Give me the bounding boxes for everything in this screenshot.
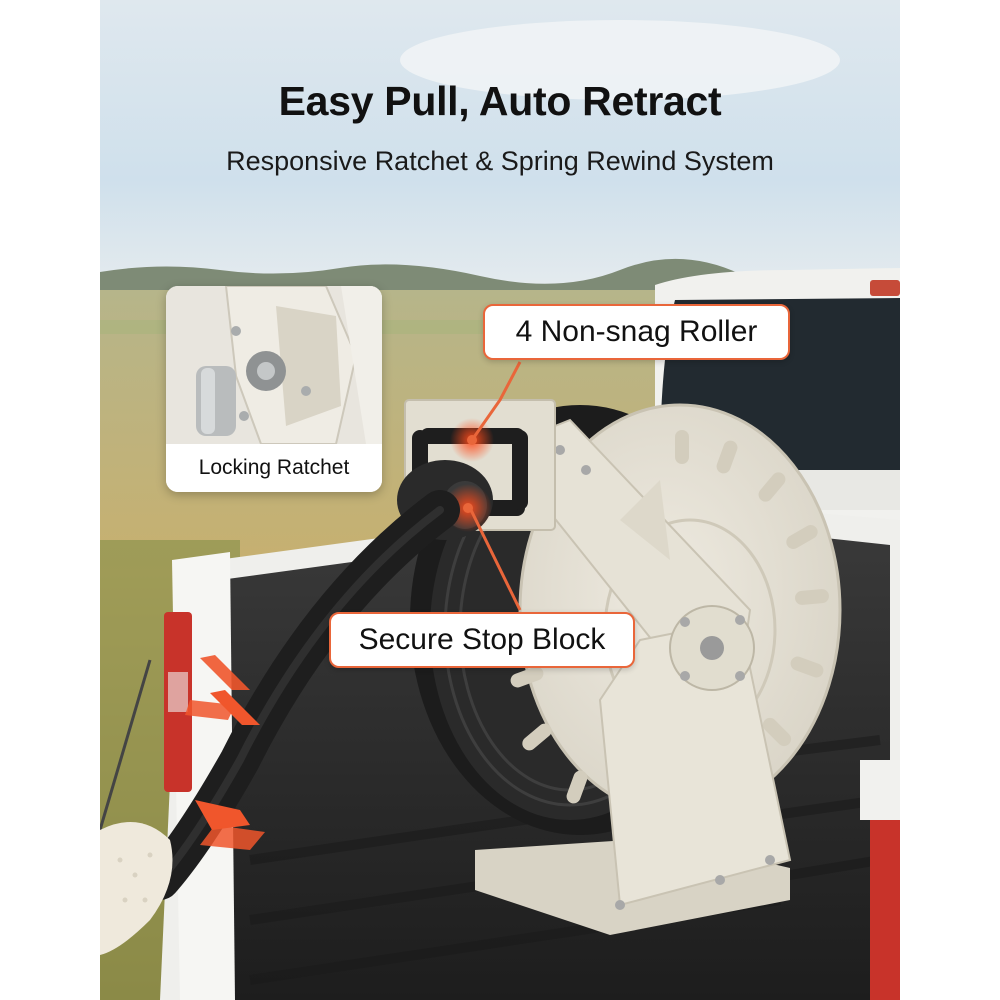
product-banner: Easy Pull, Auto Retract Responsive Ratch…: [100, 0, 900, 1000]
subheadline: Responsive Ratchet & Spring Rewind Syste…: [226, 146, 774, 176]
headline: Easy Pull, Auto Retract: [278, 78, 722, 124]
callout-secure-stop-block: Secure Stop Block: [329, 612, 635, 668]
callout-non-snag-roller: 4 Non-snag Roller: [483, 304, 790, 360]
inset-label: Locking Ratchet: [166, 444, 382, 492]
locking-ratchet-inset: Locking Ratchet: [166, 286, 382, 492]
ratchet-closeup-photo: [166, 286, 382, 444]
